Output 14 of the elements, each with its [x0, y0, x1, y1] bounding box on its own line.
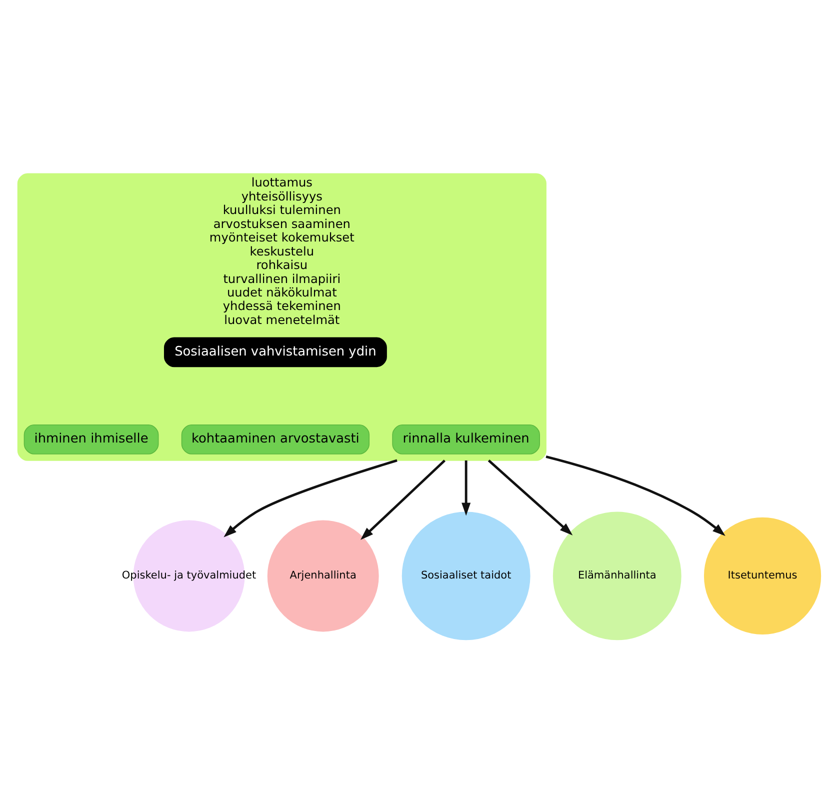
- node-circle: Sosiaaliset taidot: [402, 512, 530, 640]
- node-label: Opiskelu- ja työvalmiudet: [122, 570, 256, 582]
- node-box: Sosiaalisen vahvistamisen ydin: [164, 337, 387, 368]
- arrow: [462, 460, 471, 516]
- node-box: rinnalla kulkeminen: [392, 424, 540, 454]
- arrow: [546, 455, 726, 536]
- node-circle: Itsetuntemus: [704, 517, 822, 635]
- node-box: ihminen ihmiselle: [24, 424, 159, 454]
- node-circle: Elämänhallinta: [552, 512, 682, 640]
- node-box: kohtaaminen arvostavasti: [181, 424, 370, 454]
- arrow: [360, 460, 446, 540]
- arrow: [488, 460, 573, 536]
- node-circle: Arjenhallinta: [267, 520, 379, 632]
- arrow: [224, 459, 398, 538]
